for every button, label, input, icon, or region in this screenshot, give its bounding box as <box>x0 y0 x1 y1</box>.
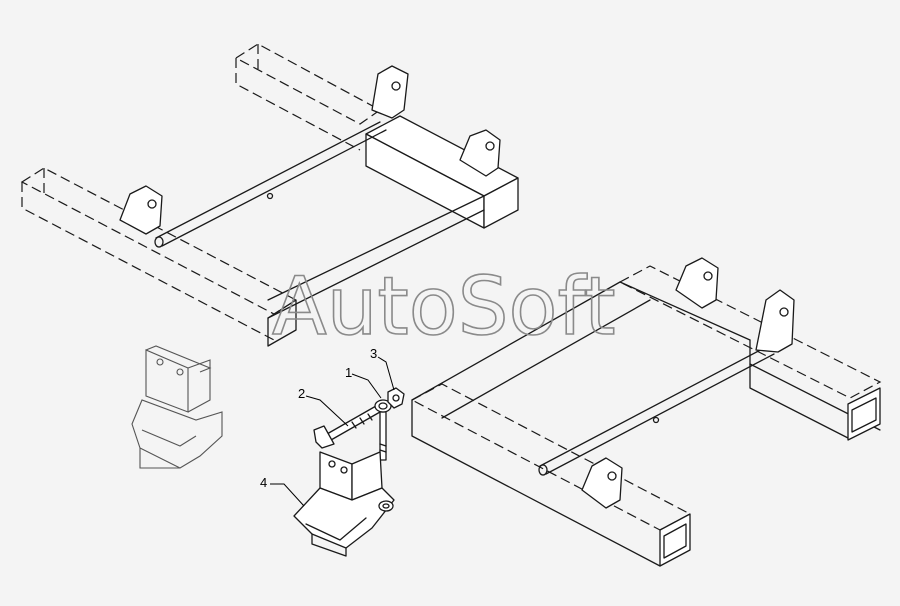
eye-bolt <box>379 411 387 461</box>
callout-label-2: 2 <box>298 386 305 401</box>
watermark: AutoSoft <box>272 260 616 353</box>
left-frame <box>20 43 519 347</box>
right-frame <box>410 257 882 567</box>
leader-line-2 <box>305 395 349 427</box>
callouts: 1 2 3 4 <box>260 346 395 507</box>
callout-label-4: 4 <box>260 475 267 490</box>
nut <box>387 387 405 409</box>
leader-line-4 <box>270 483 305 507</box>
leader-line-3 <box>377 356 395 391</box>
callout-label-1: 1 <box>345 365 352 380</box>
exploded-parts <box>293 387 405 557</box>
callout-label-3: 3 <box>370 346 377 361</box>
clamp-reference-outline <box>131 345 223 469</box>
leader-line-1 <box>351 373 382 399</box>
